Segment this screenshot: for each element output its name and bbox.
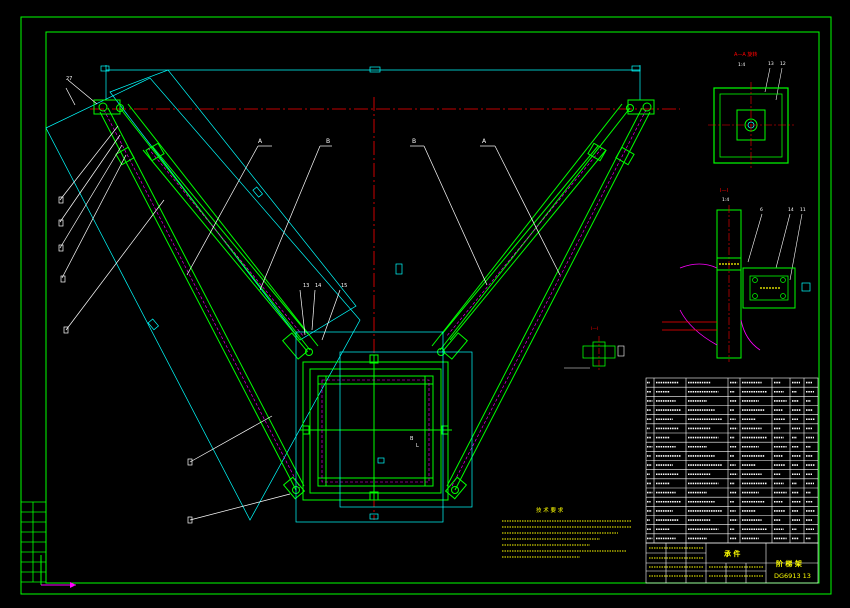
section-a-view: A—A 旋转 1:4 13 12 [708,51,794,168]
detail-view: I—I [564,326,625,372]
section-b-view: I—I 1:4 6 14 11 [662,188,811,362]
title-block-drawing-no: DG6913 13 [774,572,811,580]
right-strut-assembly [431,99,655,500]
title-block-name-right: 阶 梯 架 [776,559,802,568]
title-block-name-left: 承 件 [724,549,740,558]
section-b-title: I—I [720,188,728,194]
ucs-axis-icon [40,555,76,588]
left-strut-assembly [93,99,319,500]
central-square-frame [300,354,452,501]
detail-title: I—I [591,326,598,332]
section-a-part-12: 12 [780,61,786,67]
part-no-27: 27 [66,76,72,82]
outer-frame [20,16,832,595]
center-label-l: L [416,443,419,449]
section-a-part-13: 13 [768,61,774,67]
parts-list-entries [647,381,815,540]
rotated-dimension-region [45,69,361,521]
callout-a-right: A [482,138,487,145]
callout-b-left: B [326,138,330,145]
title-block [645,542,819,584]
section-a-title: A—A 旋转 [734,51,757,58]
top-dimension [100,65,641,100]
callout-b-right: B [412,138,416,145]
section-a-scale: 1:4 [738,62,745,68]
center-label-b: B [410,436,414,442]
section-b-part-6: 6 [760,207,763,213]
section-b-scale: 1:4 [722,197,729,203]
parts-list-table [645,377,819,544]
central-hidden-lines [321,379,430,483]
part-no-14-left: 14 [315,283,321,289]
left-stamp-block [20,501,47,583]
tech-req-title: 技 术 要 求 [536,506,564,514]
technical-requirements: 技 术 要 求 [502,506,632,558]
leader-lines [59,79,561,521]
title-block-small-fields [649,547,763,577]
part-no-15-left: 15 [341,283,347,289]
central-dimension-box [295,263,473,523]
callout-a-left: A [258,138,263,145]
left-callout-tags [58,196,193,524]
section-b-part-14: 14 [788,207,794,213]
section-b-part-11: 11 [800,207,806,213]
part-no-13-left: 13 [303,283,309,289]
inner-frame [45,31,820,584]
